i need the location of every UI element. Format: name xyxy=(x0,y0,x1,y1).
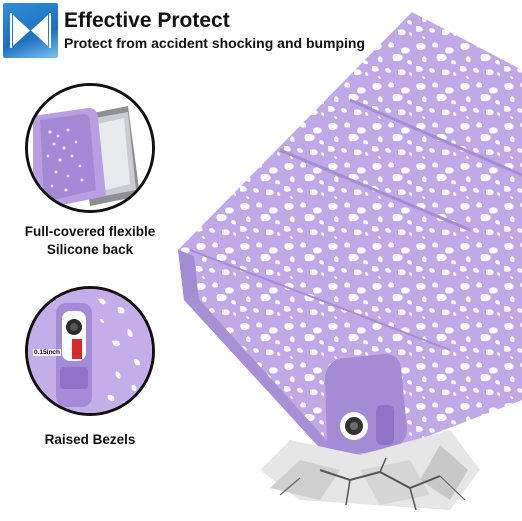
raised-bezels-caption-line: Raised Bezels xyxy=(44,432,136,447)
silicone-caption-line2: Silicone back xyxy=(46,242,134,257)
page-subtitle: Protect from accident shocking and bumpi… xyxy=(64,35,366,51)
silicone-caption-line1: Full-covered flexible xyxy=(24,224,156,239)
shock-absorb-icon xyxy=(3,3,58,58)
silicone-back-caption: Full-covered flexible Silicone back xyxy=(0,223,180,259)
bezel-measure-label: 0.15inch xyxy=(33,349,62,356)
raised-bezels-caption: Raised Bezels xyxy=(0,431,180,449)
silicone-back-closeup xyxy=(25,83,155,213)
raised-bezel-closeup: 0.15inch xyxy=(25,286,155,416)
tablet-case-product-image xyxy=(150,0,522,516)
page-title: Effective Protect xyxy=(64,9,230,32)
